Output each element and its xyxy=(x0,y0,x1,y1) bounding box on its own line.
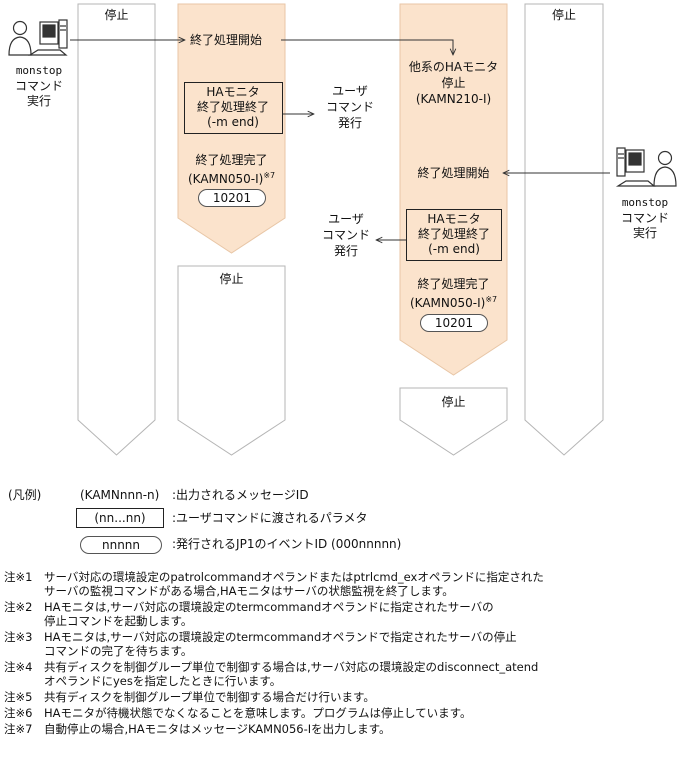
user-cmd-2-line3: 発行 xyxy=(333,244,358,258)
lane-4-top-label: 停止 xyxy=(551,8,576,22)
lane-3-note-ref: ※7 xyxy=(485,295,498,304)
note-3-line1: HAモニタは,サーバ対応の環境設定のtermcommandオペランドで指定された… xyxy=(44,630,517,644)
legend-msgid-desc: :出力されるメッセージID xyxy=(172,488,309,502)
note-4-label: 注※4 xyxy=(4,660,33,674)
note-6-line1: HAモニタが待機状態でなくなることを意味します。プログラムは停止しています。 xyxy=(44,706,472,720)
user-cmd-1-line1: ユーザ xyxy=(332,84,368,98)
note-4-line2: オペランドにyesを指定したときに行います。 xyxy=(44,674,282,688)
left-actor-cmd-line1: コマンド xyxy=(14,79,63,93)
lane-4-shape xyxy=(524,3,604,456)
lane-2-termination-start: 終了処理開始 xyxy=(190,33,263,47)
right-operator-icon xyxy=(615,147,677,187)
user-cmd-2-line2: コマンド xyxy=(321,228,370,242)
lane-2-stopped-shape xyxy=(177,265,286,456)
legend-msgid-symbol: (KAMNnnn-n) xyxy=(80,488,160,502)
note-5-label: 注※5 xyxy=(4,690,33,704)
lane-2-done-msgid: (KAMN050-I)※7 xyxy=(188,171,276,186)
right-actor-cmd-line2: 実行 xyxy=(632,226,657,240)
lane-3-termination-start: 終了処理開始 xyxy=(417,166,490,180)
note-4-line1: 共有ディスクを制御グループ単位で制御する場合は,サーバ対応の環境設定のdisco… xyxy=(44,660,539,674)
note-7-label: 注※7 xyxy=(4,722,33,736)
lane-3-ha-end-box xyxy=(406,209,502,261)
lane-1-shape xyxy=(77,3,156,456)
note-7-line1: 自動停止の場合,HAモニタはメッセージKAMN056-Iを出力します。 xyxy=(44,722,391,736)
note-2-label: 注※2 xyxy=(4,600,33,614)
lane-3-ha-line1: HAモニタ xyxy=(427,212,481,226)
user-cmd-2-line1: ユーザ xyxy=(328,212,364,226)
lane-3-active-shape xyxy=(399,3,508,376)
lane-3-ha-line2: 終了処理終了 xyxy=(417,227,490,241)
lane-2-note-ref: ※7 xyxy=(263,171,276,180)
right-actor-name: monstop xyxy=(621,196,669,209)
note-1-line2: サーバの監視コマンドがある場合,HAモニタはサーバの状態監視を終了します。 xyxy=(44,584,454,598)
right-actor-cmd-line1: コマンド xyxy=(620,211,669,225)
lane-2-stopped-label: 停止 xyxy=(219,272,244,286)
note-1-line1: サーバ対応の環境設定のpatrolcommandオペランドまたはptrlcmd_… xyxy=(44,570,544,584)
legend-param-desc: :ユーザコマンドに渡されるパラメタ xyxy=(172,511,368,525)
lane-3-done-msgid: (KAMN050-I)※7 xyxy=(410,295,498,310)
lane-2-ha-line1: HAモニタ xyxy=(206,85,260,99)
user-cmd-1-line3: 発行 xyxy=(337,116,362,130)
lane-3-ha-line3: (-m end) xyxy=(428,242,480,256)
user-cmd-1-line2: コマンド xyxy=(325,100,374,114)
note-6-label: 注※6 xyxy=(4,706,33,720)
left-actor-name: monstop xyxy=(15,64,63,77)
note-3-label: 注※3 xyxy=(4,630,33,644)
lane-3-other-line2: 停止 xyxy=(441,76,466,90)
diagram-canvas xyxy=(8,3,677,456)
lane-2-ha-line2: 終了処理終了 xyxy=(196,100,269,114)
legend-param-symbol: (nn...nn) xyxy=(76,508,164,528)
legend-title: (凡例) xyxy=(8,488,42,502)
note-3-line2: コマンドの完了を待ちます。 xyxy=(44,644,193,658)
lane-1-top-label: 停止 xyxy=(104,8,129,22)
note-5-line1: 共有ディスクを制御グループ単位で制御する場合だけ行います。 xyxy=(44,690,375,704)
lane-3-other-line1: 他系のHAモニタ xyxy=(408,60,499,74)
left-actor-cmd-line2: 実行 xyxy=(26,94,51,108)
note-2-line1: HAモニタは,サーバ対応の環境設定のtermcommandオペランドに指定された… xyxy=(44,600,494,614)
lane-2-ha-line3: (-m end) xyxy=(207,115,259,129)
lane-3-stopped-shape xyxy=(399,387,508,456)
note-2-line2: 停止コマンドを起動します。 xyxy=(44,614,193,628)
lane-3-stopped-label: 停止 xyxy=(441,395,466,409)
lane-2-ha-end-box xyxy=(184,82,283,134)
legend-event-symbol: nnnnn xyxy=(80,536,162,554)
left-operator-icon xyxy=(8,19,68,56)
lane-2-done-line1: 終了処理完了 xyxy=(195,153,268,167)
lane-3-done-line1: 終了処理完了 xyxy=(417,277,490,291)
note-1-label: 注※1 xyxy=(4,570,33,584)
lane-3-event-id: 10201 xyxy=(420,314,488,332)
lane-2-event-id: 10201 xyxy=(198,189,266,207)
legend-event-desc: :発行されるJP1のイベントID (000nnnnn) xyxy=(172,537,402,551)
arrow-start-to-other-stop xyxy=(281,39,453,55)
lane-3-other-line3: (KAMN210-I) xyxy=(415,92,492,106)
